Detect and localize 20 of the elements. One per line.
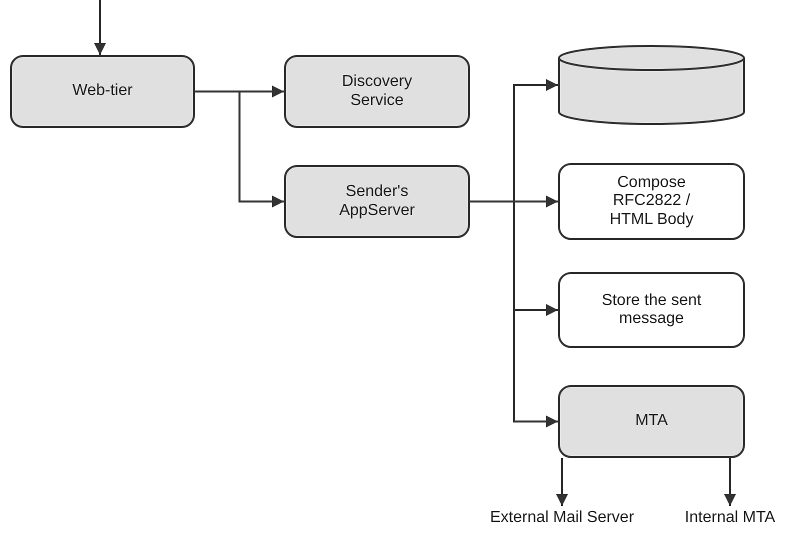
- node-label: Discovery Service: [340, 73, 414, 110]
- process-box: [558, 385, 745, 458]
- process-box: [284, 165, 470, 238]
- arrow: [94, 0, 106, 55]
- node-label: Web-tier: [71, 82, 134, 101]
- node-label: Compose RFC2822 / HTML Body: [608, 174, 694, 230]
- task-box: [558, 163, 745, 240]
- database-cylinder: [558, 45, 745, 125]
- arrow: [195, 90, 284, 208]
- arrow: [556, 458, 568, 506]
- node-label: MTA: [634, 412, 669, 431]
- destination-label: Internal MTA: [684, 508, 776, 528]
- node-label: Sender's AppServer: [338, 183, 416, 220]
- process-box: [10, 55, 195, 128]
- task-box: [558, 272, 745, 348]
- node-label: Store the sent message: [600, 292, 702, 328]
- destination-label: External Mail Server: [490, 508, 634, 528]
- arrow: [470, 200, 558, 428]
- process-box: [284, 55, 470, 128]
- arrow: [724, 458, 736, 506]
